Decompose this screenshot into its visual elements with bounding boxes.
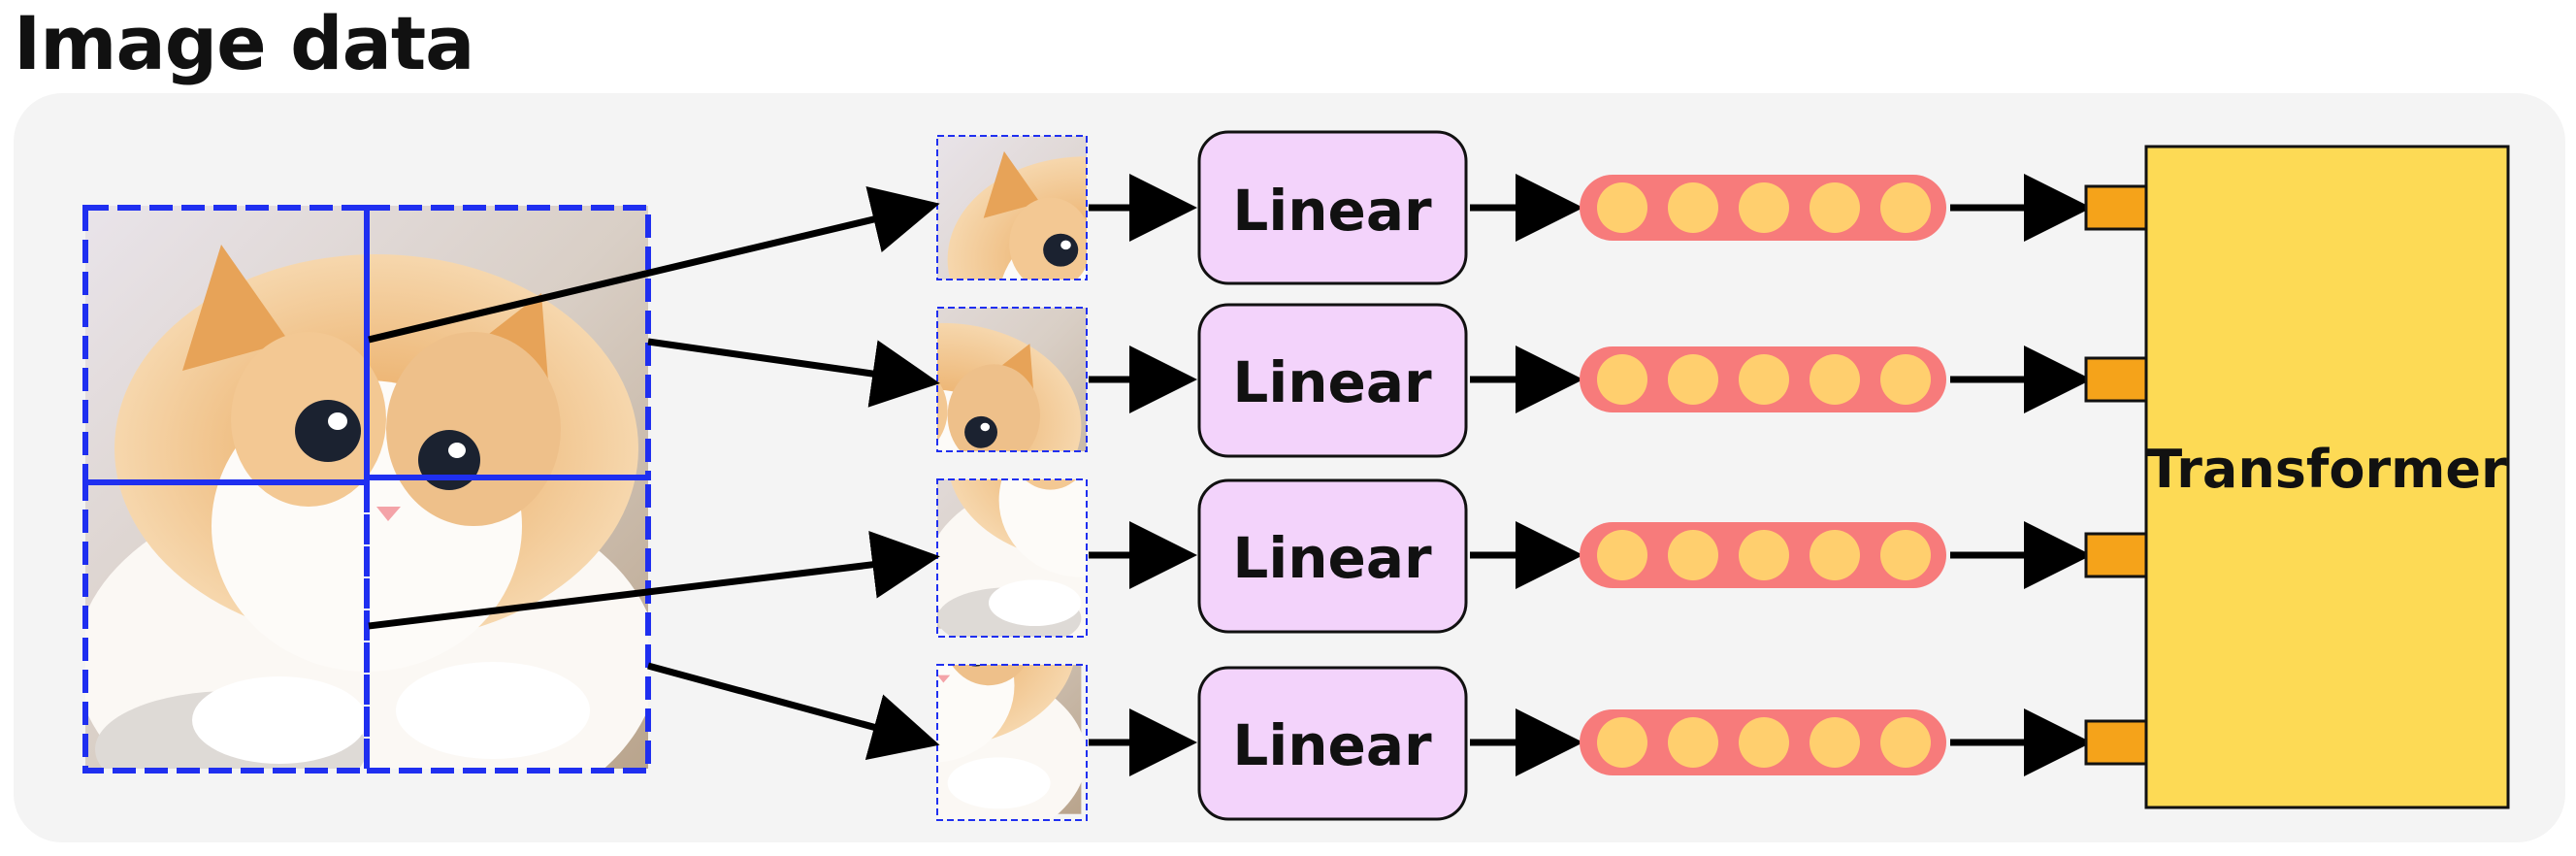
arrow-patch-1 (368, 185, 940, 344)
patch-thumbnail-border-4 (936, 664, 1088, 821)
embedding-vector-4 (1580, 709, 1946, 775)
embedding-vector-2 (1580, 346, 1946, 412)
transformer-input-port-4 (2084, 719, 2148, 766)
transformer-input-port-3 (2084, 532, 2148, 578)
arrow-patch-3 (368, 531, 940, 630)
transformer-input-port-2 (2084, 356, 2148, 403)
linear-label-2: Linear (1232, 349, 1432, 415)
embedding-vector-1 (1580, 175, 1946, 241)
arrow-patch-4 (647, 662, 940, 761)
linear-layer-1: Linear (1197, 130, 1468, 285)
transformer-input-port-1 (2084, 184, 2148, 231)
transformer-label: Transformer (2146, 439, 2507, 500)
linear-layer-3: Linear (1197, 478, 1468, 634)
arrow-patch-2 (647, 338, 940, 408)
linear-label-4: Linear (1232, 712, 1432, 778)
diagram-panel (14, 93, 2565, 842)
linear-label-3: Linear (1232, 525, 1432, 591)
patch-outline-bottom-right (364, 475, 651, 774)
linear-label-1: Linear (1232, 178, 1432, 244)
transformer-block (2144, 145, 2510, 809)
linear-layer-2: Linear (1197, 303, 1468, 458)
linear-layer-4: Linear (1197, 666, 1468, 821)
embedding-vector-3 (1580, 522, 1946, 588)
diagram-title: Image data (14, 0, 474, 86)
